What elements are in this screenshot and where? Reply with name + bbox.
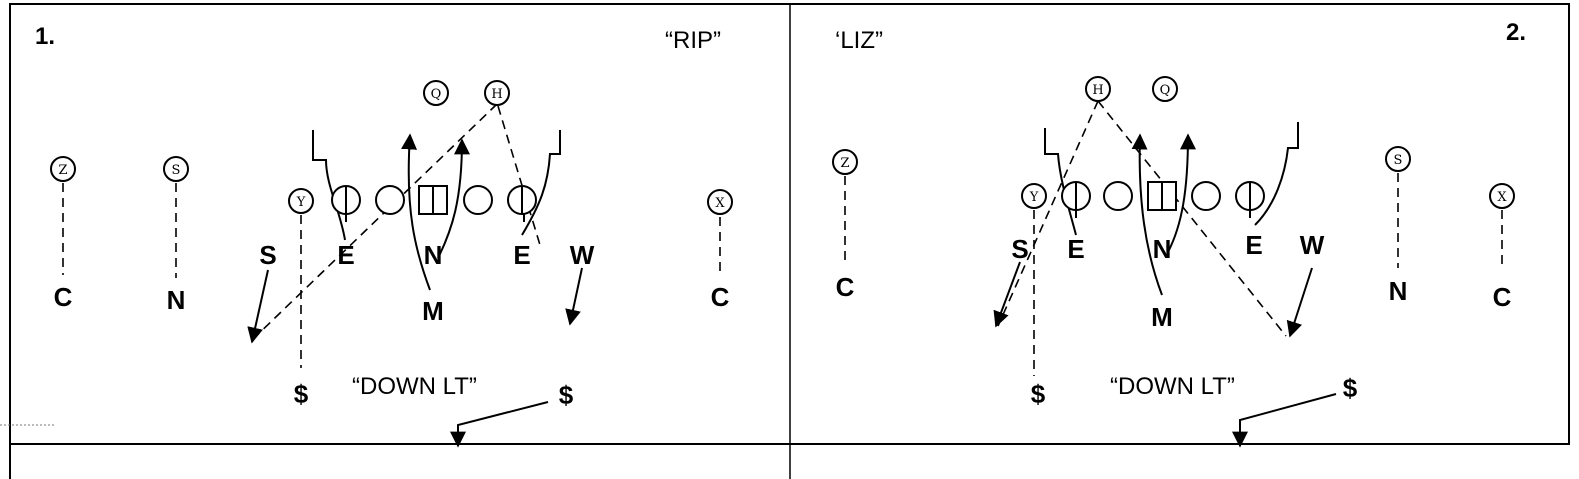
p1-player-s-label: S (172, 163, 181, 178)
p2-m-fit (1131, 133, 1163, 296)
p2-def-m: M (1151, 302, 1173, 332)
p2-player-y (1021, 183, 1047, 209)
p1-def-n-mid: N (424, 240, 443, 270)
p1-w-drop (565, 267, 583, 326)
p2-def-w: W (1300, 230, 1325, 260)
p1-h-route-right (497, 105, 541, 246)
p2-def-n-right: N (1389, 276, 1408, 306)
p1-player-h-label: H (491, 87, 502, 102)
p1-def-c-left: C (54, 282, 73, 312)
p1-player-h (484, 80, 510, 106)
p1-def-s: S (259, 240, 276, 270)
panel-1-number: 1. (35, 23, 55, 50)
p1-def-safety-right: $ (559, 380, 574, 410)
p2-s-drop (993, 261, 1021, 328)
p2-player-x (1489, 183, 1515, 209)
p1-player-x-label: X (715, 196, 725, 211)
p2-player-q-label: Q (1160, 83, 1171, 98)
p2-def-safety-right: $ (1343, 373, 1358, 403)
panel-2-call: ‘LIZ” (835, 27, 883, 54)
p1-player-q (423, 80, 449, 106)
p1-m-fit (401, 133, 431, 291)
p2-guard-left (1103, 181, 1133, 211)
p2-def-c-left: C (836, 272, 855, 302)
panel-2-number: 2. (1506, 19, 1526, 46)
p2-player-x-label: X (1497, 190, 1507, 205)
p1-def-e-right: E (513, 240, 530, 270)
p1-player-z (50, 156, 76, 182)
p1-def-e-left: E (337, 240, 354, 270)
p1-player-x (707, 189, 733, 215)
p1-guard-left (375, 185, 405, 215)
p2-n-fit (1167, 133, 1196, 253)
p1-def-n-left: N (167, 285, 186, 315)
p2-def-e-right: E (1245, 230, 1262, 260)
p1-right-edge-curve (521, 130, 561, 236)
p2-player-s (1385, 146, 1411, 172)
p2-h-route-left (997, 100, 1099, 327)
p1-player-q-label: Q (431, 87, 442, 102)
p1-player-y (288, 188, 314, 214)
panel-2: 2. ‘LIZ” Z Y (832, 19, 1526, 448)
p2-right-edge-curve (1254, 122, 1299, 226)
p2-h-route-right (1097, 100, 1287, 337)
p2-safety-rotate (1232, 393, 1337, 448)
p1-def-w: W (570, 240, 595, 270)
panel-1-call: “RIP” (665, 27, 721, 54)
p2-player-z-label: Z (840, 156, 849, 171)
p2-def-s: S (1011, 234, 1028, 264)
p1-n-fit (437, 138, 470, 259)
p2-player-h (1085, 76, 1111, 102)
p1-left-edge-curve (312, 130, 346, 241)
p2-guard-right (1191, 181, 1221, 211)
p1-s-drop (247, 269, 269, 344)
p1-def-m: M (422, 296, 444, 326)
p1-player-s (163, 156, 189, 182)
p2-player-z (832, 149, 858, 175)
p2-front-call: “DOWN LT” (1110, 373, 1235, 400)
p2-def-safety-left: $ (1031, 379, 1046, 409)
p2-left-edge-curve (1044, 128, 1077, 236)
p1-def-c-right: C (711, 282, 730, 312)
p1-player-z-label: Z (58, 163, 67, 178)
p1-guard-right (463, 185, 493, 215)
p1-front-call: “DOWN LT” (352, 373, 477, 400)
p1-safety-rotate (450, 401, 549, 448)
p2-w-drop (1286, 267, 1313, 338)
p2-player-y-label: Y (1029, 190, 1039, 205)
p1-def-safety-left: $ (294, 379, 309, 409)
panel-1: 1. “RIP” Z S (35, 23, 733, 448)
p2-def-e-left: E (1067, 234, 1084, 264)
p2-player-q (1152, 76, 1178, 102)
p1-h-route-left (251, 103, 498, 341)
p2-def-n-mid: N (1153, 234, 1172, 264)
p2-player-s-label: S (1394, 153, 1403, 168)
p1-player-y-label: Y (296, 195, 306, 210)
p2-player-h-label: H (1092, 83, 1103, 98)
p2-def-c-right: C (1493, 282, 1512, 312)
